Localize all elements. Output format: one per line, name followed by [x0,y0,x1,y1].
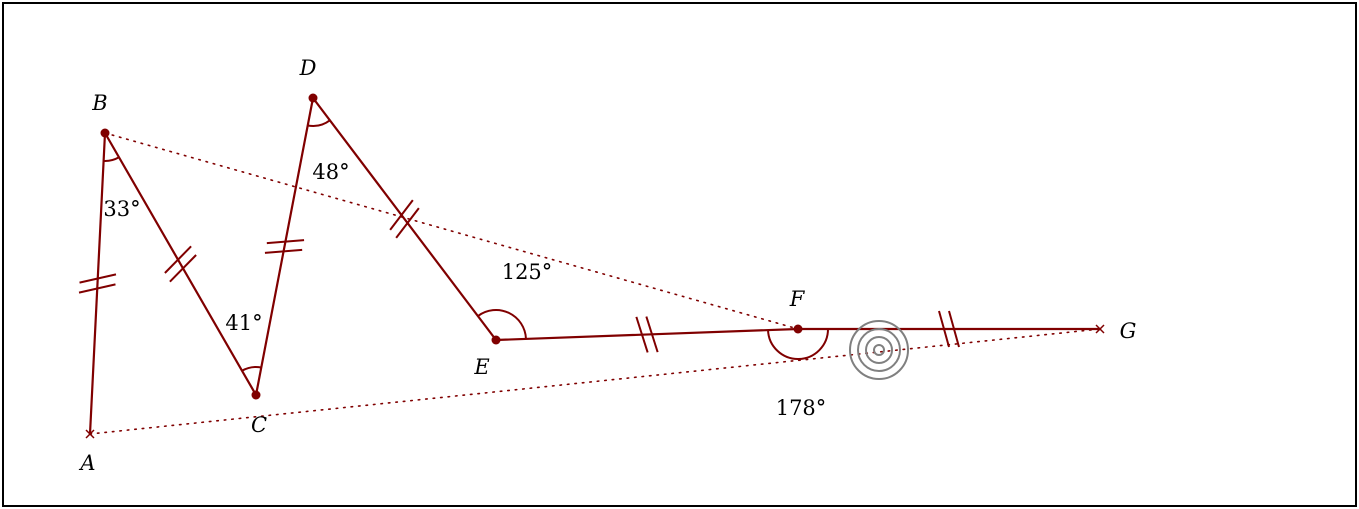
target-ring-4 [873,344,885,356]
point-B [100,128,110,138]
tick-mark-CD [266,239,305,245]
point-label-F: F [789,287,806,311]
point-E [491,335,501,345]
point-label-G: G [1120,319,1137,343]
segment-AB [88,131,107,436]
segment-EF [494,327,800,342]
tick-mark-FG [948,310,960,348]
angle-label-D: 48° [312,160,349,184]
tick-mark-FG [938,310,950,348]
tick-mark-AB [78,283,116,294]
point-label-A: A [78,451,95,475]
target-ring-1 [849,320,909,380]
segment-DE [311,96,498,342]
angle-label-E: 125° [502,260,553,284]
point-label-B: B [91,91,107,115]
segment-CD [254,96,315,397]
target-ring-2 [857,328,901,372]
angle-arcs-layer [103,119,829,372]
tick-mark-BC [169,254,197,283]
tick-mark-EF [645,316,659,353]
labels-layer: A B C D E F G 33° 41° 48° 125° 178° [78,56,1136,475]
tick-mark-CD [264,248,303,254]
angle-arc-B [103,156,120,162]
point-C [251,390,261,400]
point-D [308,93,318,103]
angle-arc-D [307,119,331,127]
tick-mark-DE [395,207,420,239]
points-layer [85,93,1105,439]
point-label-E: E [473,355,489,379]
tick-mark-EF [635,316,649,353]
tick-mark-DE [389,199,414,231]
angle-arc-E [477,309,527,339]
angle-arc-F [767,328,829,360]
point-label-D: D [299,56,317,80]
point-A-cross [85,429,95,439]
target-ring-3 [865,336,893,364]
point-label-C: C [251,413,267,437]
tick-marks-layer [78,199,960,353]
tick-mark-BC [164,245,192,274]
point-G-cross [1095,324,1105,334]
segments-layer [88,96,1102,436]
segment-BF [104,132,799,330]
tick-mark-AB [79,273,117,284]
segment-BC [103,131,258,397]
angle-label-C: 41° [225,311,262,335]
concentric-circles-target-icon [849,320,909,380]
point-F [793,324,803,334]
angle-arc-C [241,366,262,372]
angle-label-F: 178° [776,396,827,420]
angle-label-B: 33° [103,197,140,221]
